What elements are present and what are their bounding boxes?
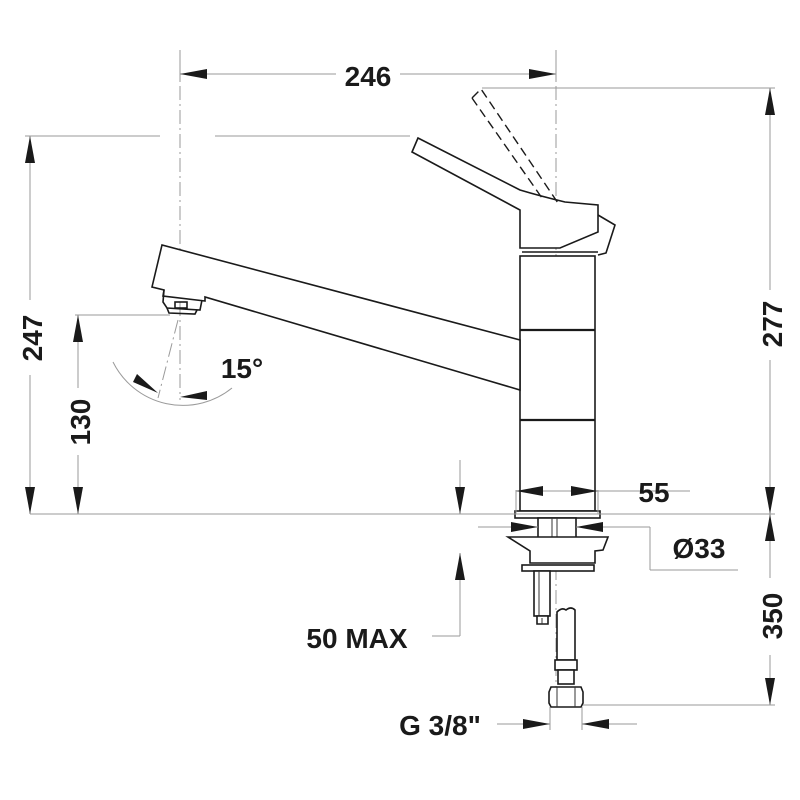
dimension-label-max-thickness: 50 MAX [306, 623, 407, 654]
dimension-outlet-height: 130 [65, 314, 170, 514]
dimension-reach: 246 [179, 50, 557, 92]
dimension-label-outlet-height: 130 [65, 399, 96, 446]
dimension-label-connection-thread: G 3/8" [399, 710, 481, 741]
spout-tilt-centerline [157, 319, 179, 399]
dimension-label-spout-height: 247 [17, 315, 48, 362]
dimension-spout-height: 247 [17, 135, 410, 514]
mounting-hardware [505, 517, 610, 708]
dimension-total-height: 277 [482, 87, 788, 514]
dimension-label-body-diameter: 55 [638, 477, 669, 508]
dimension-hose-length: 350 [583, 514, 788, 706]
dimension-label-hole-diameter: Ø33 [673, 533, 726, 564]
faucet-spout [151, 244, 521, 392]
dimension-label-spout-angle: 15° [221, 353, 263, 384]
dimension-max-thickness: 50 MAX [306, 460, 465, 654]
dimension-body-diameter: 55 [515, 477, 690, 514]
dimension-label-hose-length: 350 [757, 593, 788, 640]
dimension-hole-diameter: Ø33 [478, 522, 738, 571]
dimension-spout-angle: 15° [112, 353, 263, 406]
dimension-label-reach: 246 [345, 61, 392, 92]
dimension-connection-thread: G 3/8" [399, 707, 637, 741]
dimension-label-total-height: 277 [757, 301, 788, 348]
faucet-body [410, 87, 616, 519]
